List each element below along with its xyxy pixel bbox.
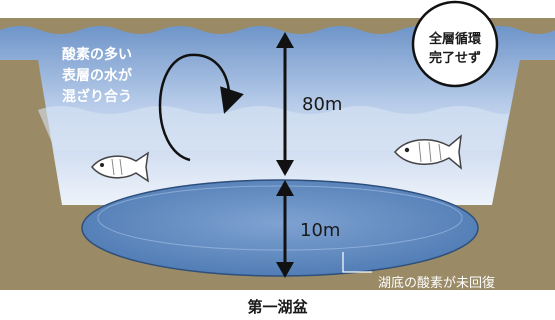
depth-label-surface: 80m	[302, 94, 343, 115]
mixing-label-line: 表層の水が	[62, 68, 132, 84]
depth-arrow-80m-icon	[276, 32, 294, 176]
bottom-basin	[81, 179, 479, 277]
bottom-oxygen-label: 湖底の酸素が未回復	[378, 276, 496, 291]
mixing-label-line: 酸素の多い	[62, 47, 132, 63]
circle-label-line: 全層循環	[428, 32, 481, 47]
mixing-label: 酸素の多い 表層の水が 混ざり合う	[62, 45, 132, 108]
mixing-label-line: 混ざり合う	[62, 89, 132, 105]
incomplete-circulation-badge	[411, 0, 499, 88]
diagram-caption: 第一湖盆	[247, 298, 308, 316]
mixing-arrow-icon	[158, 53, 244, 162]
incomplete-circulation-label: 全層循環 完了せず	[408, 30, 502, 68]
depth-label-bottom: 10m	[300, 220, 341, 241]
circle-label-line: 完了せず	[428, 51, 481, 66]
depth-arrow-10m-icon	[276, 180, 294, 278]
fish-icon	[91, 151, 149, 183]
fish-icon	[394, 134, 462, 170]
bottom-label-pointer	[342, 252, 372, 273]
